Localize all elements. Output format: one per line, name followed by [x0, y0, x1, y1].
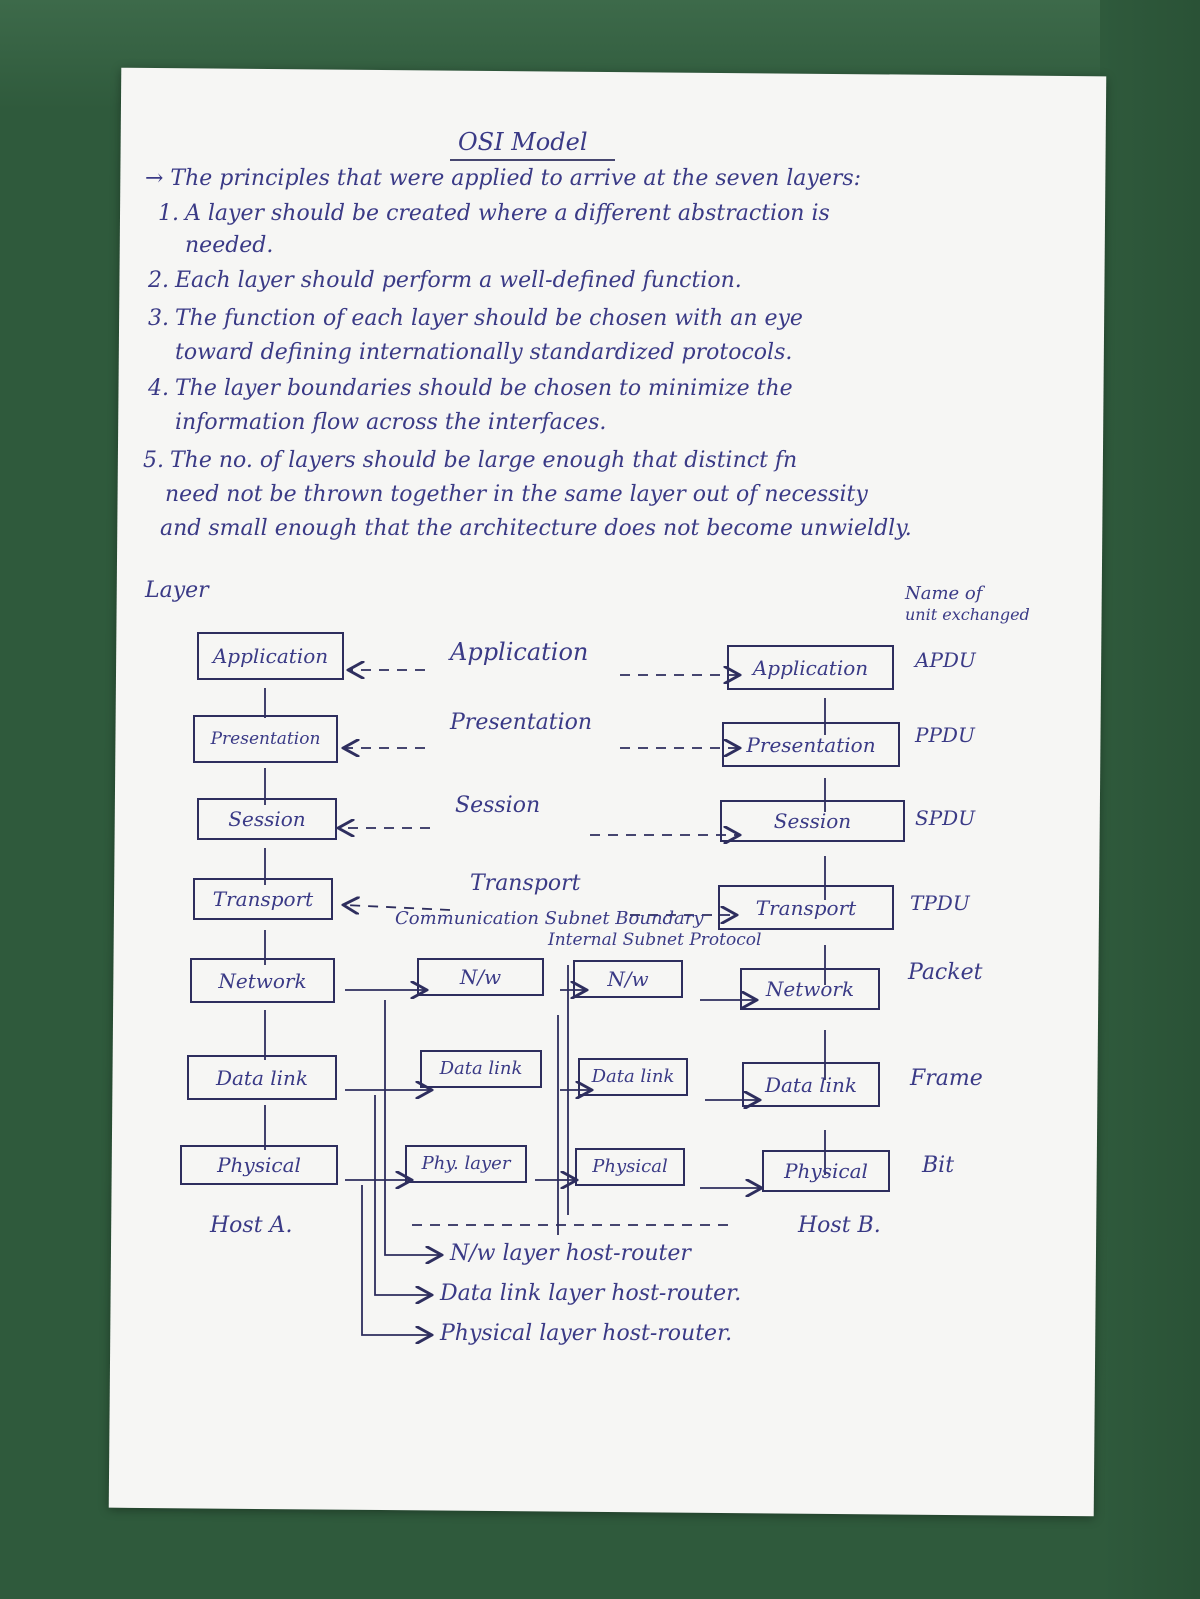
subnet-boundary-label: Communication Subnet Boundary [395, 908, 704, 929]
host-a-layer-box: Presentation [193, 715, 338, 763]
principle-text: and small enough that the architecture d… [160, 516, 912, 541]
host-a-layer-label: Transport [212, 887, 314, 911]
unit-heading-line1: Name of [905, 583, 983, 604]
note-arrow-nw [384, 1000, 440, 1255]
unit-label: Bit [922, 1153, 955, 1178]
router2-layer-box: Data link [578, 1058, 688, 1096]
host-b-layer-label: Transport [755, 895, 857, 920]
host-b-layer-box: Physical [762, 1150, 890, 1192]
router1-layer-label: Phy. layer [421, 1153, 511, 1174]
unit-label: PPDU [915, 723, 975, 747]
principle-text: information flow across the interfaces. [175, 410, 607, 435]
protocol-label: Application [450, 638, 589, 666]
principle-text: The no. of layers should be large enough… [170, 448, 798, 473]
internal-protocol-label: Internal Subnet Protocol [548, 930, 762, 950]
note-nw-layer: N/w layer host-router [450, 1241, 691, 1266]
host-b-layer-label: Network [765, 977, 855, 1001]
principle-number: 5. [143, 448, 164, 473]
principle-text: toward defining internationally standard… [175, 340, 793, 365]
principle-number: 3. [148, 306, 169, 331]
router1-layer-label: Data link [439, 1058, 523, 1079]
protocol-label: Transport [470, 871, 581, 896]
router2-layer-box: Physical [575, 1148, 685, 1186]
host-a-layer-box: Session [197, 798, 337, 840]
principle-text: need not be thrown together in the same … [165, 482, 868, 507]
layer-heading: Layer [145, 578, 209, 603]
router1-layer-label: N/w [459, 965, 502, 989]
host-b-layer-box: Presentation [722, 722, 900, 767]
router1-layer-box: Data link [420, 1050, 542, 1088]
host-a-layer-label: Session [228, 807, 306, 831]
host-a-layer-box: Physical [180, 1145, 338, 1185]
host-a-layer-label: Application [212, 644, 329, 668]
principle-number: 4. [148, 376, 169, 401]
host-a-layer-label: Presentation [210, 728, 321, 749]
router1-layer-box: N/w [417, 958, 544, 996]
principle-number: 1. [158, 201, 179, 226]
intro-line: → The principles that were applied to ar… [145, 166, 862, 191]
host-a-layer-label: Network [218, 968, 307, 993]
note-arrow-ph [361, 1185, 430, 1335]
host-b-layer-box: Transport [718, 885, 894, 930]
host-b-layer-box: Application [727, 645, 894, 690]
host-b-layer-label: Presentation [746, 732, 876, 757]
host-a-layer-box: Transport [193, 878, 333, 920]
unit-label: APDU [915, 648, 976, 672]
router2-layer-label: Physical [592, 1156, 668, 1177]
unit-heading-line2: unit exchanged [905, 605, 1030, 624]
unit-label: Packet [908, 960, 983, 985]
chalkboard-edge [1100, 0, 1200, 1599]
router2-layer-label: Data link [591, 1066, 675, 1087]
host-b-layer-label: Application [752, 655, 869, 680]
router2-layer-box: N/w [573, 960, 683, 998]
protocol-label: Session [455, 793, 541, 818]
unit-label: Frame [910, 1066, 983, 1091]
principle-text: A layer should be created where a differ… [185, 201, 830, 226]
host-b-layer-label: Session [773, 809, 852, 833]
host-b-layer-label: Data link [764, 1072, 858, 1097]
host-a-layer-box: Network [190, 958, 335, 1003]
host-b-label: Host B. [798, 1213, 881, 1238]
host-a-layer-label: Data link [215, 1065, 309, 1090]
host-a-layer-label: Physical [217, 1153, 301, 1177]
principle-text: The layer boundaries should be chosen to… [175, 376, 793, 401]
host-b-layer-box: Session [720, 800, 905, 842]
note-arrow-dl [374, 1095, 430, 1295]
note-physical-layer: Physical layer host-router. [440, 1321, 733, 1346]
unit-label: SPDU [915, 806, 976, 830]
principle-text: Each layer should perform a well-defined… [175, 268, 742, 293]
host-a-label: Host A. [210, 1213, 293, 1238]
host-b-layer-label: Physical [784, 1159, 868, 1183]
note-datalink-layer: Data link layer host-router. [440, 1281, 742, 1306]
principle-number: 2. [148, 268, 169, 293]
host-b-layer-box: Network [740, 968, 880, 1010]
router1-layer-box: Phy. layer [405, 1145, 527, 1183]
unit-label: TPDU [910, 891, 970, 915]
host-a-layer-box: Application [197, 632, 344, 680]
principle-text: needed. [185, 233, 274, 258]
host-a-layer-box: Data link [187, 1055, 337, 1100]
protocol-label: Presentation [450, 710, 593, 735]
principle-text: The function of each layer should be cho… [175, 306, 803, 331]
page-title: OSI Model [458, 128, 588, 156]
router2-layer-label: N/w [607, 967, 649, 991]
host-b-layer-box: Data link [742, 1062, 880, 1107]
